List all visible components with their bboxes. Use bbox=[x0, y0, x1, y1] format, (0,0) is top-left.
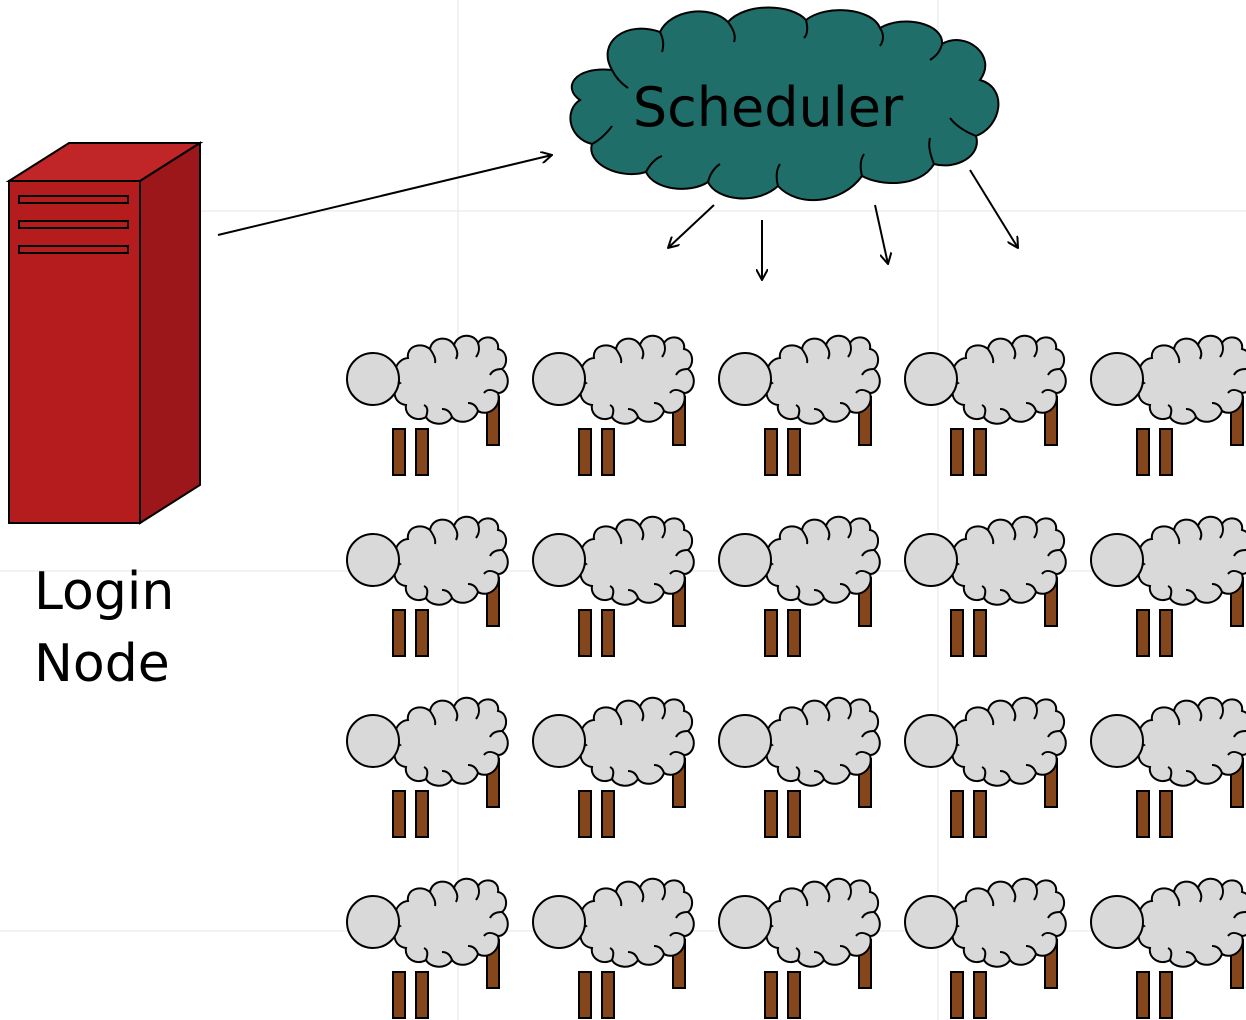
sheep-icon bbox=[346, 515, 509, 657]
sheep-icon bbox=[532, 515, 695, 657]
sheep-icon bbox=[718, 696, 881, 838]
sheep-icon bbox=[1090, 877, 1246, 1019]
server-tower-icon bbox=[5, 141, 204, 525]
sheep-icon bbox=[904, 515, 1067, 657]
cloud-icon bbox=[569, 6, 1000, 202]
sheep-icon bbox=[532, 877, 695, 1019]
login-node-label: Login Node bbox=[34, 556, 254, 700]
sheep-icon bbox=[1090, 515, 1246, 657]
login-node-label-line2: Node bbox=[34, 634, 170, 694]
sheep-icon bbox=[904, 877, 1067, 1019]
scheduler-label: Scheduler bbox=[633, 76, 904, 139]
arrow-login-to-scheduler bbox=[217, 155, 552, 236]
sheep-icon bbox=[1090, 696, 1246, 838]
sheep-icon bbox=[346, 877, 509, 1019]
sheep-icon bbox=[346, 696, 509, 838]
sheep-icon bbox=[1090, 334, 1246, 476]
arrow-scheduler-to-nodes-1 bbox=[668, 204, 715, 248]
login-node-label-line1: Login bbox=[34, 562, 175, 622]
sheep-icon bbox=[904, 334, 1067, 476]
sheep-icon bbox=[532, 696, 695, 838]
connection-arrows bbox=[217, 155, 1018, 280]
sheep-icon bbox=[718, 515, 881, 657]
sheep-icon bbox=[532, 334, 695, 476]
sheep-icon bbox=[346, 334, 509, 476]
compute-node-grid bbox=[346, 334, 1246, 1019]
sheep-icon bbox=[904, 696, 1067, 838]
sheep-icon bbox=[718, 334, 881, 476]
arrow-scheduler-to-nodes-4 bbox=[969, 169, 1018, 248]
arrow-scheduler-to-nodes-3 bbox=[874, 204, 888, 264]
sheep-icon bbox=[718, 877, 881, 1019]
